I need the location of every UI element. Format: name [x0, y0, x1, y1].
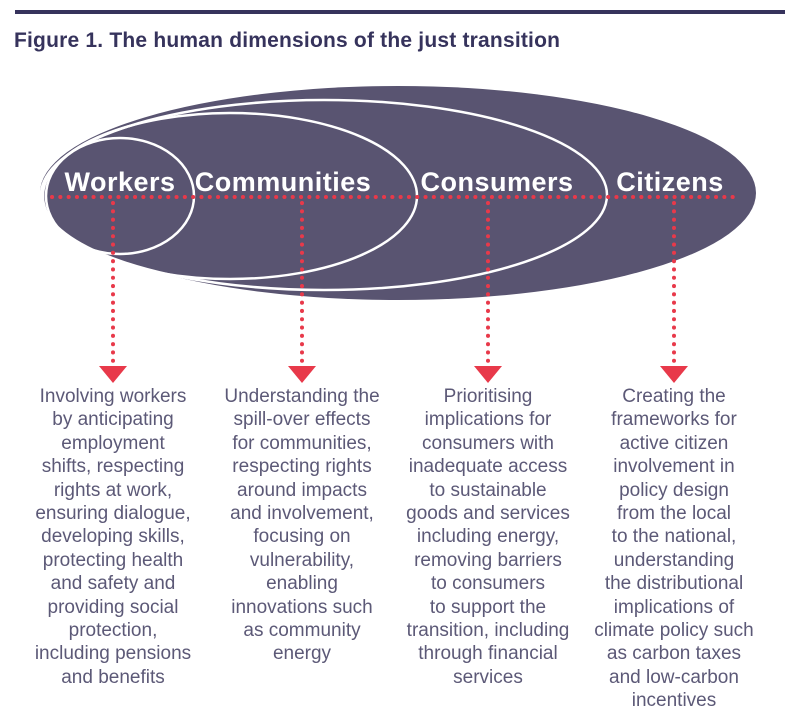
- description-communities: Understanding the spill-over effects for…: [224, 386, 380, 665]
- ring-label-communities: Communities: [195, 167, 372, 197]
- citizens-ellipse: [40, 86, 756, 300]
- arrow-down-icon: [474, 366, 502, 383]
- top-rule: [15, 10, 785, 14]
- description-consumers: Prioritising implications for consumers …: [406, 386, 570, 688]
- description-citizens: Creating the frameworks for active citiz…: [594, 386, 754, 712]
- ring-label-consumers: Consumers: [420, 167, 573, 197]
- consumers-ellipse: [39, 98, 609, 292]
- arrow-down-icon: [99, 366, 127, 383]
- description-workers: Involving workers by anticipating employ…: [34, 386, 192, 688]
- figure-title: Figure 1. The human dimensions of the ju…: [14, 29, 561, 52]
- ring-label-workers: Workers: [64, 167, 175, 197]
- arrow-down-icon: [288, 366, 316, 383]
- arrow-down-icon: [660, 366, 688, 383]
- ring-label-citizens: Citizens: [616, 167, 724, 197]
